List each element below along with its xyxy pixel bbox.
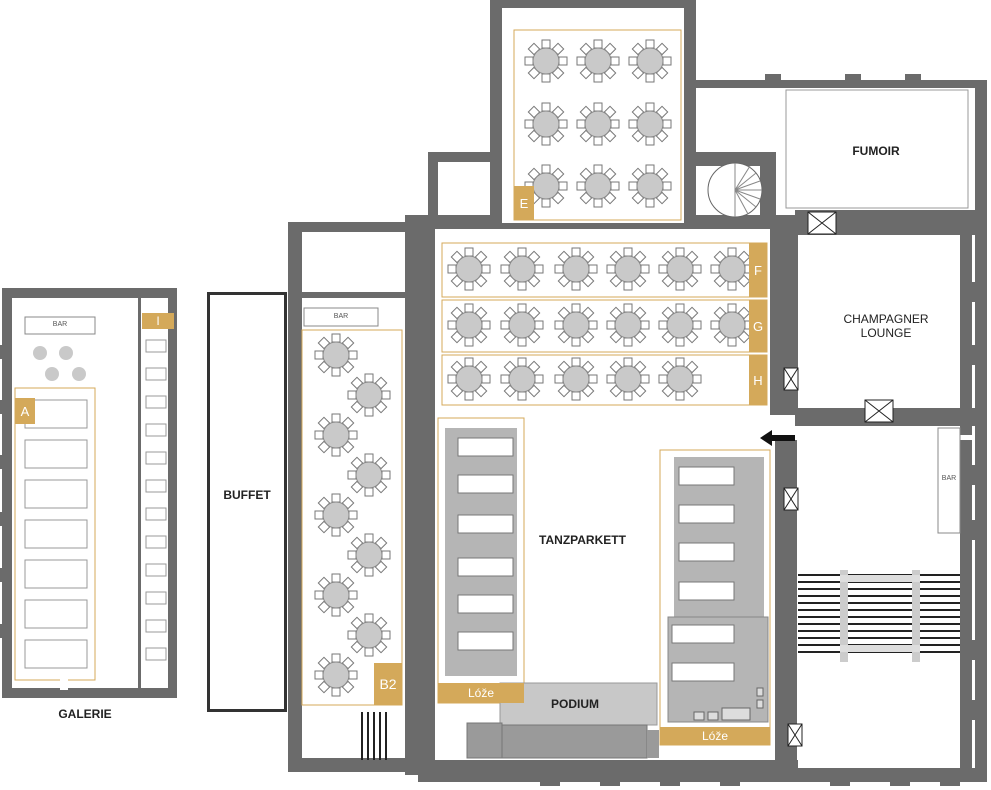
round-table (606, 303, 650, 347)
zone-f-tag: F (749, 243, 767, 297)
round-table (628, 164, 672, 208)
zone-e-tag: E (514, 186, 534, 220)
round-table (554, 303, 598, 347)
zone-b2-outline (301, 329, 403, 706)
round-table (658, 247, 702, 291)
loze-left-tables (457, 437, 514, 651)
fumoir-label: FUMOIR (852, 144, 900, 158)
zone-h-tag: H (749, 355, 767, 405)
loze-left-tag: Lóže (438, 683, 524, 703)
round-table (500, 357, 544, 401)
round-table (524, 39, 568, 83)
zone-loze-left-outline (437, 417, 525, 704)
podium-front (501, 724, 648, 759)
round-table (628, 39, 672, 83)
lounge-bar-counter (937, 427, 961, 534)
grand-staircase (798, 570, 960, 662)
loze-right-tables (671, 466, 735, 682)
zone-a-tag: A (15, 398, 35, 424)
zone-loze-right-outline (659, 449, 771, 746)
e-round-tables (524, 39, 672, 208)
podium-stage (499, 682, 658, 726)
round-table (628, 102, 672, 146)
round-table (554, 357, 598, 401)
round-table (347, 613, 391, 657)
round-table (658, 303, 702, 347)
round-table (314, 493, 358, 537)
zone-h-outline (441, 354, 768, 406)
round-table (606, 357, 650, 401)
round-table (576, 164, 620, 208)
round-table (500, 247, 544, 291)
round-table (576, 39, 620, 83)
round-table (447, 247, 491, 291)
entry-arrow-icon (760, 430, 795, 446)
b2-bar-counter (303, 307, 379, 327)
round-table (710, 303, 754, 347)
zone-f-outline (441, 242, 768, 298)
buffet-label: BUFFET (223, 488, 271, 502)
round-table (314, 333, 358, 377)
champagner-label: CHAMPAGNER (843, 312, 929, 326)
tanzparkett-label: TANZPARKETT (539, 533, 626, 547)
round-table (447, 357, 491, 401)
round-table (314, 653, 358, 697)
side-staircase (361, 712, 387, 760)
podium-front-right (647, 730, 659, 758)
round-table (347, 453, 391, 497)
loze-right-tag: Lóže (660, 727, 770, 745)
round-table (447, 303, 491, 347)
round-table (524, 102, 568, 146)
galerie-label: GALERIE (58, 707, 112, 721)
round-table (554, 247, 598, 291)
loze-right-equipment (693, 687, 764, 721)
round-table (658, 357, 702, 401)
zone-i-tag: I (142, 313, 174, 329)
galerie-side-tables (145, 339, 167, 661)
round-table (347, 533, 391, 577)
podium-label: PODIUM (551, 697, 599, 711)
spiral-staircase (707, 162, 763, 218)
zone-g-outline (441, 299, 768, 353)
zone-a-outline (14, 387, 96, 681)
round-table (710, 247, 754, 291)
zone-b2-tag: B2 (374, 663, 402, 705)
round-table (314, 573, 358, 617)
round-table (500, 303, 544, 347)
lounge-bar-label: BAR (941, 475, 957, 482)
b2-round-tables (314, 333, 391, 697)
galerie-bar-label: BAR (52, 321, 68, 328)
round-table (314, 413, 358, 457)
galerie-bar-counter (24, 316, 96, 335)
fgh-round-tables (447, 247, 754, 401)
zone-e-outline (513, 29, 682, 221)
round-table (576, 102, 620, 146)
galerie-room (14, 316, 167, 681)
galerie-long-tables (24, 399, 88, 669)
round-table (606, 247, 650, 291)
round-table (347, 373, 391, 417)
b2-bar-label: BAR (333, 313, 349, 320)
pillars (412, 74, 980, 786)
podium-front-left (466, 722, 503, 759)
zone-g-tag: G (749, 300, 767, 352)
lounge-label: LOUNGE (860, 326, 912, 340)
doors (783, 211, 894, 747)
fumoir-room (785, 89, 969, 209)
